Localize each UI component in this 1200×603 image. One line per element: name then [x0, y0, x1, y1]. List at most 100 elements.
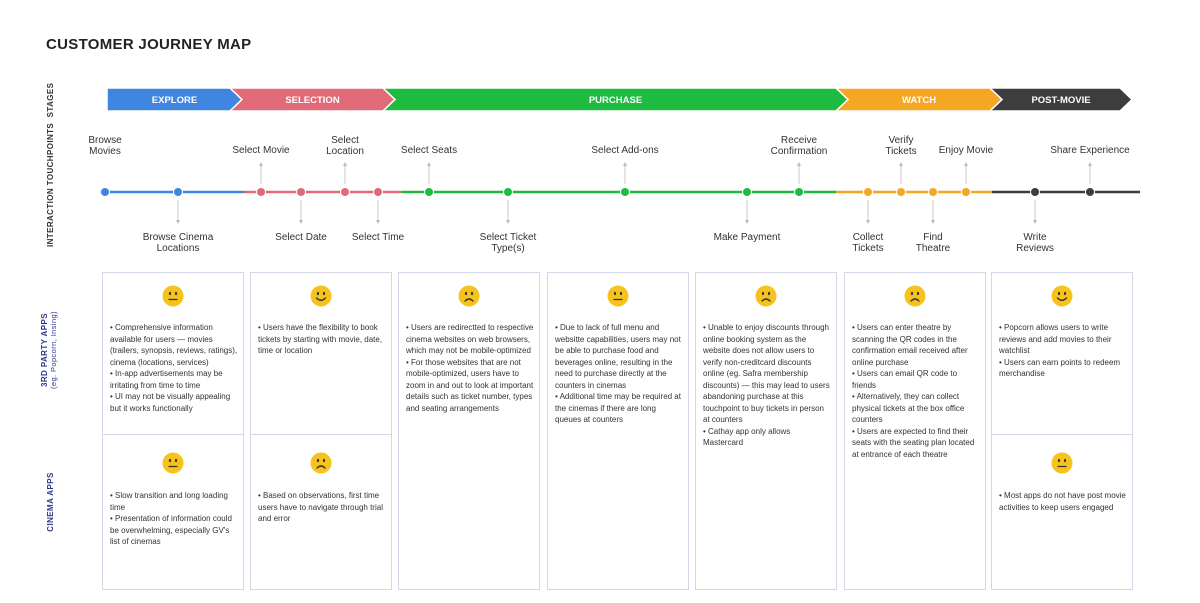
touchpoint-label: Select Time — [351, 232, 405, 243]
neutral-face-icon — [607, 285, 629, 307]
observation-list: • Based on observations, first time user… — [258, 490, 386, 525]
touchpoint-stem-arrow — [343, 162, 347, 166]
touchpoint-stem-arrow — [506, 220, 510, 224]
touchpoint-stem-arrow — [866, 220, 870, 224]
touchpoint-stem-arrow — [376, 220, 380, 224]
sad-face-icon — [755, 285, 777, 307]
sad-face-icon — [904, 285, 926, 307]
touchpoint-dot — [256, 187, 266, 197]
stage-label: SELECTION — [285, 95, 340, 106]
observation-list: • Unable to enjoy discounts through onli… — [703, 322, 831, 449]
touchpoint-stem-arrow — [427, 162, 431, 166]
observation-item: • Slow transition and long loading time — [110, 491, 228, 512]
observation-item: • Cathay app only allows Mastercard — [703, 426, 791, 448]
touchpoint-label: Make Payment — [713, 232, 781, 243]
observation-list: • Users can enter theatre by scanning th… — [852, 322, 980, 460]
observation-item: • Users can email QR code to friends — [852, 369, 958, 390]
observation-item: • Additional time may be required at the… — [555, 392, 681, 424]
observation-item: • Users are expected to find their seats… — [852, 426, 975, 459]
touchpoint-label: Share Experience — [1050, 145, 1130, 156]
touchpoint-dot — [794, 187, 804, 197]
touchpoint-dot — [620, 187, 630, 197]
touchpoint-label: Enjoy Movie — [938, 145, 994, 156]
touchpoint-stem-arrow — [797, 162, 801, 166]
observation-item: • Users can earn points to redeem mercha… — [999, 357, 1121, 379]
happy-face-icon — [1051, 285, 1073, 307]
touchpoint-dot — [961, 187, 971, 197]
stage-label: PURCHASE — [589, 95, 642, 106]
neutral-face-icon — [162, 285, 184, 307]
touchpoint-dot — [424, 187, 434, 197]
observation-item: • Users are redirectted to respective ci… — [406, 323, 534, 355]
stage-arrow-post-movie — [988, 87, 1134, 112]
observation-list: • Most apps do not have post movie activ… — [999, 490, 1127, 513]
touchpoint-dot — [503, 187, 513, 197]
touchpoint-dot — [173, 187, 183, 197]
touchpoint-dot — [340, 187, 350, 197]
touchpoint-stem-arrow — [1033, 220, 1037, 224]
observation-item: • UI may not be visually appealing but i… — [110, 392, 231, 413]
touchpoint-dot — [1030, 187, 1040, 197]
observation-item: • Users can enter theatre by scanning th… — [852, 323, 968, 367]
touchpoint-stem-arrow — [176, 220, 180, 224]
observation-list: • Popcorn allows users to write reviews … — [999, 322, 1127, 380]
touchpoint-dot — [928, 187, 938, 197]
touchpoint-stem-arrow — [623, 162, 627, 166]
stage-label: POST-MOVIE — [1031, 95, 1090, 106]
observation-item: • Popcorn allows users to write reviews … — [999, 323, 1112, 355]
neutral-face-icon — [162, 452, 184, 474]
touchpoint-label: Select Seats — [400, 145, 458, 156]
observation-list: • Slow transition and long loading time•… — [110, 490, 238, 548]
touchpoint-stem-arrow — [745, 220, 749, 224]
neutral-face-icon — [1051, 452, 1073, 474]
touchpoint-dot — [896, 187, 906, 197]
touchpoint-dot — [296, 187, 306, 197]
touchpoint-label: Select Date — [275, 232, 327, 243]
third-party-card-3 — [398, 272, 540, 590]
observation-list: • Due to lack of full menu and websitte … — [555, 322, 683, 426]
third-party-card-7 — [991, 272, 1133, 435]
touchpoint-dot — [1085, 187, 1095, 197]
third-party-card-6 — [844, 272, 986, 590]
observation-item: • Comprehensive information available fo… — [110, 323, 238, 367]
observation-item: • Users have the flexibility to book tic… — [258, 323, 383, 355]
sad-face-icon — [310, 452, 332, 474]
touchpoint-dot — [373, 187, 383, 197]
observation-item: • In-app advertisements may be irritatin… — [110, 369, 223, 390]
observation-item: • Due to lack of full menu and websitte … — [555, 323, 681, 390]
touchpoint-stem-arrow — [931, 220, 935, 224]
touchpoint-dot — [863, 187, 873, 197]
touchpoint-stem-arrow — [899, 162, 903, 166]
third-party-card-5 — [695, 272, 837, 590]
observation-item: • Based on observations, first time user… — [258, 491, 383, 523]
page-title: CUSTOMER JOURNEY MAP — [46, 36, 252, 53]
observation-item: • Alternatively, they can collect physic… — [852, 392, 965, 424]
touchpoint-stem-arrow — [259, 162, 263, 166]
third-party-card-4 — [547, 272, 689, 590]
observation-item: • Most apps do not have post movie activ… — [999, 491, 1126, 512]
observation-item: • Unable to enjoy discounts through onli… — [703, 323, 830, 424]
observation-list: • Users have the flexibility to book tic… — [258, 322, 386, 357]
sad-face-icon — [458, 285, 480, 307]
touchpoint-stem-arrow — [299, 220, 303, 224]
observation-list: • Users are redirectted to respective ci… — [406, 322, 534, 414]
touchpoint-dot — [100, 187, 110, 197]
touchpoint-label: Select Add-ons — [591, 145, 659, 156]
touchpoint-stem-arrow — [964, 162, 968, 166]
touchpoint-label: Select Movie — [232, 145, 290, 156]
happy-face-icon — [310, 285, 332, 307]
touchpoint-dot — [742, 187, 752, 197]
observation-list: • Comprehensive information available fo… — [110, 322, 238, 414]
observation-item: • For those websites that are not mobile… — [406, 357, 534, 413]
stage-label: EXPLORE — [152, 95, 197, 106]
